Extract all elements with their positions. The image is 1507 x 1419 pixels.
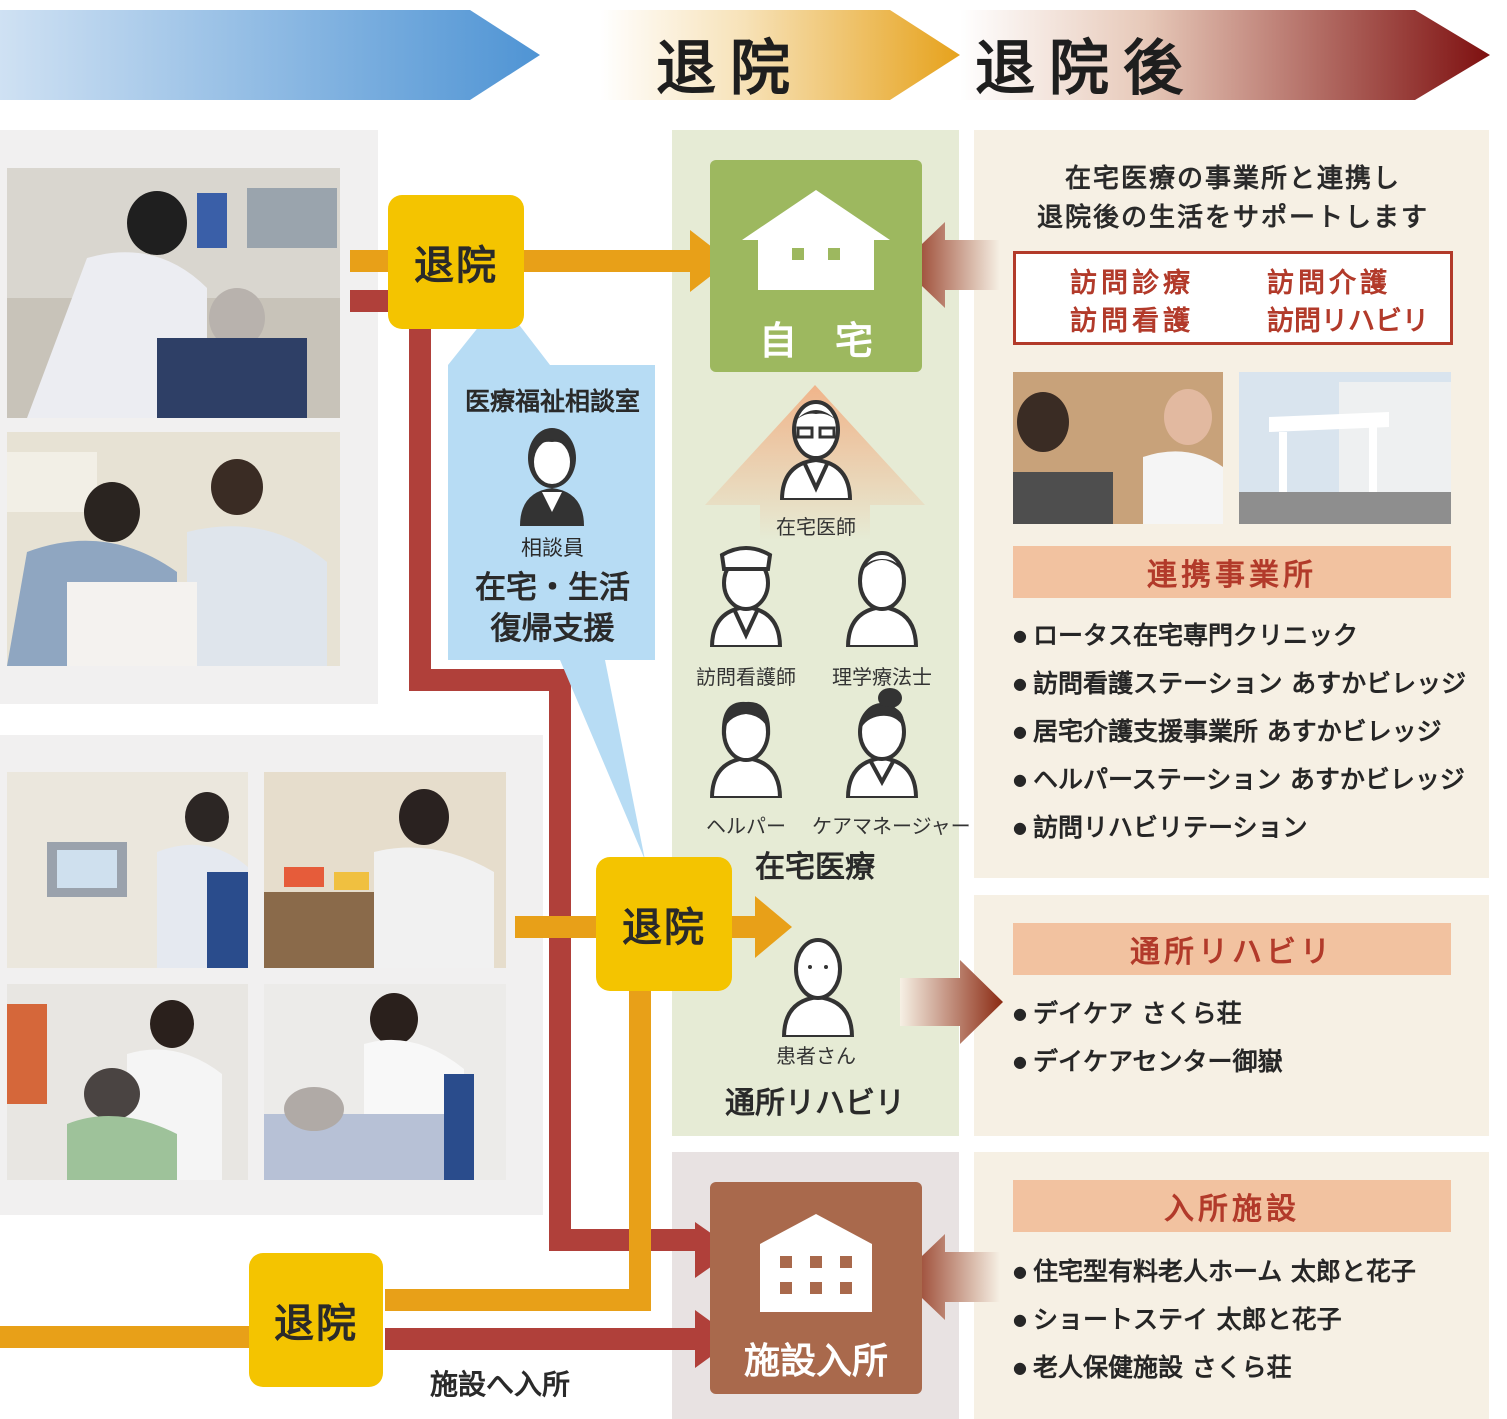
photo-staff-computer [7,772,248,968]
partner-offices-title: 連携事業所 [1013,546,1451,598]
list-item: ショートステイ 太郎と花子 [1013,1296,1416,1344]
day-rehab-list: デイケア さくら荘 デイケアセンター御嶽 [1013,990,1283,1086]
support-inbound-arrow-facility [900,1234,1000,1320]
photo-rehab-crafts [264,772,506,968]
photo-bedside-care [7,984,248,1180]
arrow-to-patient [755,896,792,958]
stage-after-discharge-label: 退院後 [975,34,1197,104]
list-item: ヘルパーステーション あすかビレッジ [1013,756,1466,804]
service-home-visit-medical: 訪問診療 [1070,268,1194,299]
care-manager-label: ケアマネージャー [812,814,971,838]
list-item: 老人保健施設 さくら荘 [1013,1344,1416,1392]
list-item: ロータス在宅専門クリニック [1013,612,1466,660]
counseling-support-line2: 復帰支援 [490,611,615,647]
photo-patient-bed [264,984,506,1180]
counselor-person-icon [520,428,584,526]
building-icon [760,1214,872,1312]
list-item: 訪問リハビリテーション [1013,804,1466,852]
support-intro-line1: 在宅医療の事業所と連携し [1064,164,1401,194]
residential-title: 入所施設 [1013,1180,1451,1232]
discharge-box-top: 退院 [388,195,524,329]
services-box [1013,251,1453,345]
service-home-visit-nursing: 訪問看護 [1070,306,1194,337]
doctor-person-icon [779,400,853,500]
photo-wheelchair-corridor [7,168,340,418]
patient-label: 患者さん [776,1044,856,1068]
patient-person-icon [781,938,855,1037]
support-intro-line2: 退院後の生活をサポートします [1036,203,1429,233]
facility-label: 施設入所 [743,1341,888,1382]
service-home-visit-care: 訪問介護 [1267,268,1391,299]
list-item: 訪問看護ステーション あすかビレッジ [1013,660,1466,708]
photo-home-visit [1013,372,1223,524]
list-item: デイケア さくら荘 [1013,990,1282,1038]
service-home-visit-rehab: 訪問リハビリ [1267,306,1429,337]
helper-label: ヘルパー [706,814,786,838]
day-rehab-outbound-arrow [900,960,1003,1044]
counseling-title: 医療福祉相談室 [464,387,640,416]
physical-therapist-person-icon [845,551,919,647]
discharge-box-middle: 退院 [596,857,732,991]
home-care-section-label: 在宅医療 [755,850,875,885]
day-rehab-home-label: 通所リハビリ [725,1086,905,1121]
support-inbound-arrow-home [900,222,1000,308]
list-item: 居宅介護支援事業所 あすかビレッジ [1013,708,1466,756]
counseling-bubble [448,300,655,860]
counseling-support-line1: 在宅・生活 [475,570,630,606]
house-icon [742,190,890,290]
header-arrows [0,10,1490,100]
to-facility-caption: 施設へ入所 [430,1368,571,1401]
home-label: 自 宅 [758,319,873,363]
gold-stage-arrow [600,10,960,100]
visiting-nurse-person-icon [709,546,783,647]
counselor-role: 相談員 [521,536,584,560]
maroon-stage-arrow [960,10,1490,100]
list-item: デイケアセンター御嶽 [1013,1038,1283,1086]
discharge-box-bottom: 退院 [249,1253,383,1387]
list-item: 住宅型有料老人ホーム 太郎と花子 [1013,1248,1416,1296]
stage-discharge-label: 退院 [656,34,804,104]
care-manager-person-icon [845,688,919,798]
doctor-label: 在宅医師 [776,515,856,539]
physical-therapist-label: 理学療法士 [832,665,932,689]
photo-facility-building [1239,372,1451,524]
blue-stage-arrow [0,10,540,100]
visiting-nurse-label: 訪問看護師 [696,665,796,689]
residential-list: 住宅型有料老人ホーム 太郎と花子 ショートステイ 太郎と花子 老人保健施設 さく… [1013,1248,1416,1392]
photo-nurses-caring [7,432,340,666]
helper-person-icon [709,701,783,798]
day-rehab-title: 通所リハビリ [1013,923,1451,975]
partner-offices-list: ロータス在宅専門クリニック 訪問看護ステーション あすかビレッジ 居宅介護支援事… [1013,612,1466,852]
